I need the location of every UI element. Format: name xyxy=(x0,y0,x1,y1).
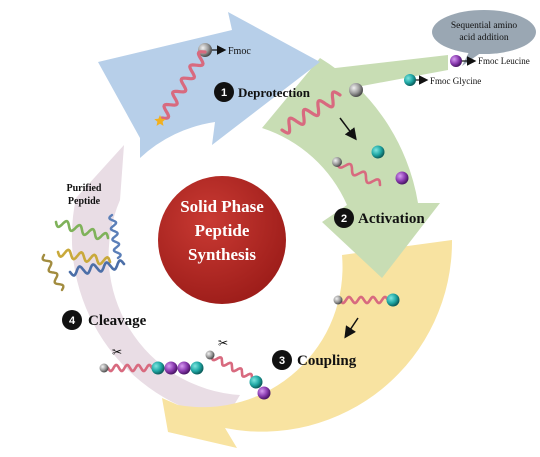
purified-peptide-2 xyxy=(56,248,112,266)
cleavage-resin-bead-2 xyxy=(205,350,215,360)
activation-purple-bead xyxy=(395,171,409,185)
step-4-number: 4 xyxy=(69,315,76,327)
cleavage-resin-bead-1 xyxy=(99,363,109,373)
bubble-line2: acid addition xyxy=(459,33,509,43)
activation-released-helix xyxy=(280,90,342,135)
fmoc-label: Fmoc xyxy=(228,46,251,57)
step-2-badge xyxy=(334,208,354,228)
fmoc-bead xyxy=(198,43,212,57)
center-circle xyxy=(158,176,286,304)
coupling-helix xyxy=(338,295,390,305)
cleavage-helix-2 xyxy=(210,354,254,380)
bubble-line1: Sequential amino xyxy=(451,21,517,31)
molecular-illustrations: ✂✂ xyxy=(41,50,409,400)
coupling-resin-bead xyxy=(333,295,343,305)
step-3-coupling: 3 Coupling xyxy=(272,350,357,370)
step-1-label: Deprotection xyxy=(238,85,311,100)
step-3-number: 3 xyxy=(279,355,285,367)
activation-arrow xyxy=(339,117,357,141)
activation-teal-bead xyxy=(371,145,385,159)
glycine-bead xyxy=(404,74,416,86)
chain2-bead-2 xyxy=(257,386,271,400)
step-4-badge xyxy=(62,310,82,330)
released-fmoc-bead xyxy=(349,83,363,97)
scissors-icon-1: ✂ xyxy=(112,345,122,359)
scissors-icon-2: ✂ xyxy=(218,336,228,350)
step-3-label: Coupling xyxy=(297,353,357,369)
step-2-label: Activation xyxy=(358,211,425,227)
chain1-bead-2 xyxy=(164,361,178,375)
fmoc-leucine-reagent: Fmoc Leucine xyxy=(450,55,530,67)
purified-peptide-5 xyxy=(41,253,65,292)
chain1-bead-1 xyxy=(151,361,165,375)
center-title-line2: Peptide xyxy=(195,221,250,240)
fmoc-leucine-label: Fmoc Leucine xyxy=(478,56,530,66)
step-2-activation: 2 Activation xyxy=(334,208,425,228)
cleavage-arc xyxy=(71,145,241,420)
purified-peptide-1 xyxy=(54,219,110,241)
chain2-bead-1 xyxy=(249,375,263,389)
coupling-teal-bead xyxy=(386,293,400,307)
deprotection-helix xyxy=(160,50,207,120)
activation-helix xyxy=(336,160,382,187)
purified-label-line2: Peptide xyxy=(68,196,101,207)
amino-acid-stream xyxy=(318,55,448,92)
step-1-deprotection: 1 Deprotection xyxy=(214,82,311,102)
step-1-badge xyxy=(214,82,234,102)
fmoc-group-label: Fmoc xyxy=(198,43,251,57)
resin-bead xyxy=(154,115,166,126)
activation-resin-bead xyxy=(332,157,342,167)
purified-peptide-4 xyxy=(108,213,122,260)
center-title-line1: Solid Phase xyxy=(180,197,264,216)
cleavage-helix-1 xyxy=(106,363,154,373)
step-3-badge xyxy=(272,350,292,370)
fmoc-glycine-label: Fmoc Glycine xyxy=(430,76,481,86)
leucine-bead xyxy=(450,55,462,67)
coupling-arc xyxy=(162,240,453,448)
step-1-number: 1 xyxy=(221,87,227,99)
chain1-bead-3 xyxy=(177,361,191,375)
step-2-number: 2 xyxy=(341,213,347,225)
step-4-label: Cleavage xyxy=(88,313,147,329)
step-4-cleavage: 4 Cleavage xyxy=(62,310,147,330)
purified-label-line1: Purified xyxy=(67,183,102,194)
chain1-bead-4 xyxy=(190,361,204,375)
deprotection-arc xyxy=(98,12,320,158)
fmoc-glycine-reagent: Fmoc Glycine xyxy=(404,74,481,86)
center-title-line3: Synthesis xyxy=(188,245,256,264)
purified-peptide-3 xyxy=(68,259,126,277)
coupling-arrow xyxy=(344,317,359,339)
